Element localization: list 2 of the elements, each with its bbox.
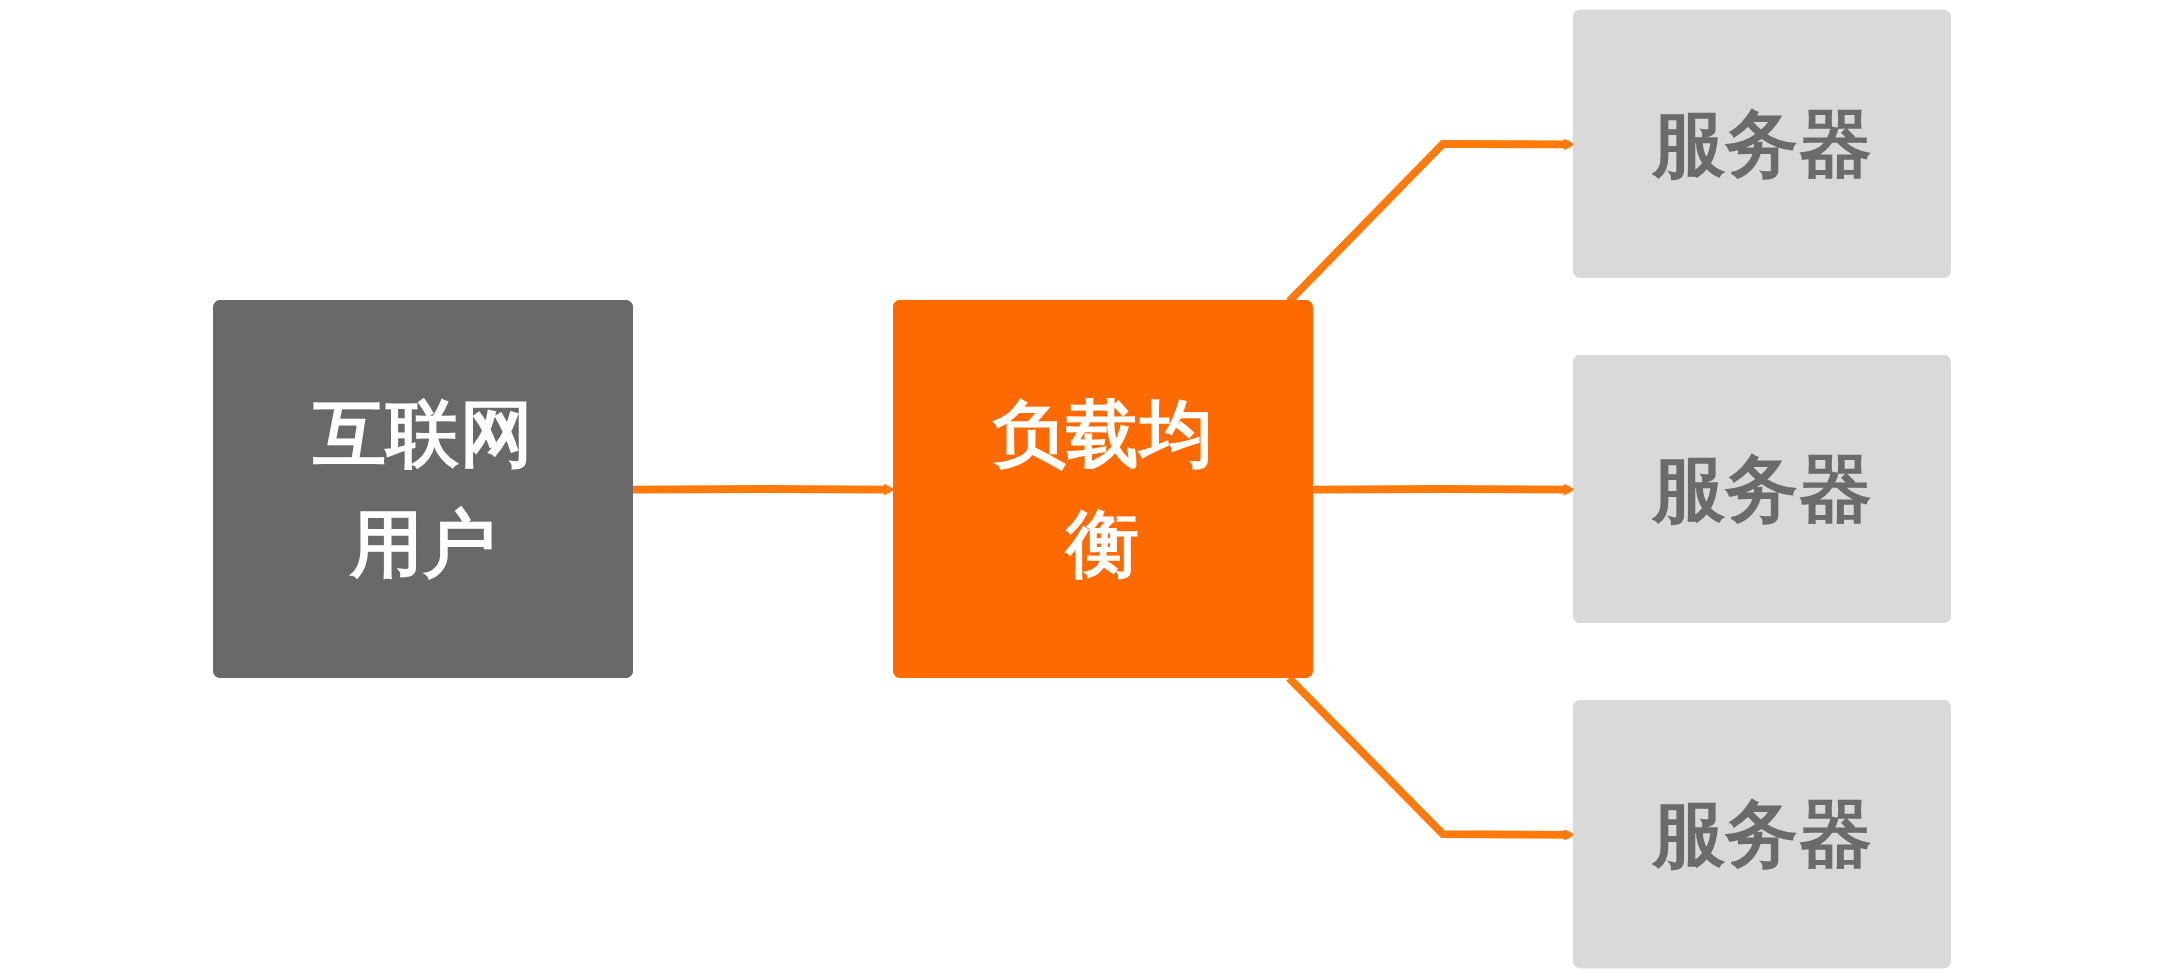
arrow bbox=[1312, 483, 1575, 496]
arrow bbox=[632, 483, 895, 496]
